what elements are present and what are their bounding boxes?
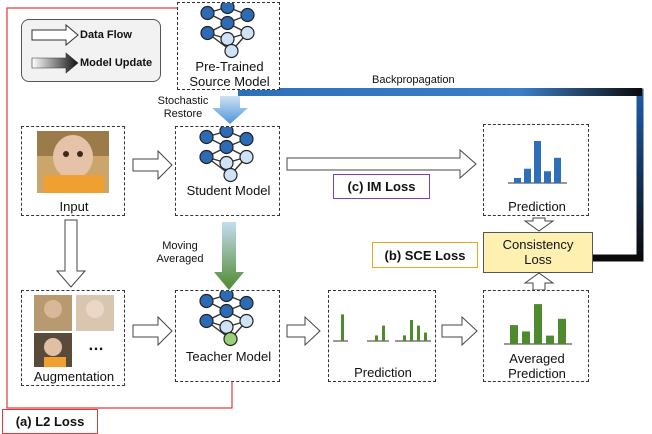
input-box: Input — [21, 126, 125, 216]
network-node — [240, 7, 255, 23]
stochastic-restore-arrow — [212, 96, 248, 124]
l2-loss-label: (a) L2 Loss — [15, 414, 85, 429]
network-node — [219, 139, 234, 155]
averaged-prediction-chart — [504, 304, 572, 345]
sce-loss-box: (b) SCE Loss — [372, 242, 478, 268]
model-update-arrow-icon — [31, 52, 79, 74]
prediction-averaged-arrow — [441, 315, 478, 347]
teacher-model-box: Teacher Model — [175, 290, 280, 382]
network-node — [200, 5, 215, 21]
input-student-arrow — [132, 149, 173, 181]
averaged-prediction-box: Averaged Prediction — [483, 290, 589, 382]
prediction-mid-box: Prediction — [328, 290, 436, 382]
augmentation-box: … Augmentation — [21, 290, 125, 386]
moving-averaged-label: Moving Averaged — [156, 240, 204, 265]
network-node — [220, 15, 235, 31]
chart-bar — [558, 318, 566, 344]
legend-box: Data Flow Model Update — [21, 19, 161, 82]
network-node — [219, 155, 234, 171]
chart-bar — [403, 335, 406, 341]
input-augmentation-arrow — [55, 219, 87, 288]
chart-bar — [554, 157, 561, 183]
source-network-icon — [200, 3, 255, 59]
network-node — [239, 149, 254, 165]
network-node — [219, 303, 234, 319]
teacher-prediction-arrow — [286, 315, 321, 347]
chart-bar — [341, 314, 344, 341]
chart-bar — [417, 325, 420, 341]
student-model-box: Student Model — [175, 126, 280, 216]
l2-loss-line — [6, 7, 233, 409]
augmentation-label: Augmentation — [33, 369, 115, 384]
network-node — [239, 295, 254, 311]
prediction-top-chart — [508, 141, 567, 184]
prediction-top-box: Prediction — [483, 124, 589, 216]
network-node — [240, 25, 255, 41]
network-node — [239, 313, 254, 329]
network-node — [219, 127, 234, 139]
network-node — [199, 149, 214, 165]
l2-loss-box: (a) L2 Loss — [2, 409, 98, 434]
teacher-model-label: Teacher Model — [185, 349, 272, 364]
im-loss-label: (c) IM Loss — [347, 179, 416, 194]
augmentation-ellipsis: … — [88, 337, 104, 354]
prediction-mid-label: Prediction — [354, 365, 412, 380]
chart-bar — [534, 304, 542, 344]
im-loss-box: (c) IM Loss — [333, 174, 430, 199]
augmentation-images — [34, 295, 114, 367]
chart-bar — [514, 177, 521, 183]
network-node — [239, 131, 254, 147]
network-node — [220, 3, 235, 15]
prediction-consistency-arrow — [523, 217, 555, 232]
averaged-consistency-arrow — [523, 272, 555, 291]
network-node — [224, 43, 239, 59]
prediction-top-label: Prediction — [508, 199, 566, 214]
source-model-box: Pre-Trained Source Model — [177, 2, 280, 90]
chart-bar — [522, 331, 530, 344]
chart-bar — [534, 141, 541, 183]
network-node — [219, 319, 234, 335]
legend-data-flow: Data Flow — [80, 29, 132, 41]
network-node — [219, 291, 234, 303]
chart-bar — [544, 171, 551, 183]
backprop-label: Backpropagation — [372, 74, 455, 86]
stochastic-restore-label: Stochastic Restore — [157, 95, 209, 120]
augmentation-teacher-arrow — [132, 315, 173, 347]
chart-bar — [524, 168, 531, 183]
network-node — [199, 129, 214, 145]
data-flow-arrow-icon — [31, 23, 79, 47]
consistency-loss-box: Consistency Loss — [483, 232, 593, 273]
chart-bar — [510, 325, 518, 344]
backprop-top-bar — [238, 88, 642, 96]
chart-bar — [424, 332, 427, 341]
legend-model-update: Model Update — [80, 57, 153, 69]
moving-averaged-arrow — [214, 222, 244, 290]
student-model-label: Student Model — [186, 183, 271, 198]
averaged-prediction-label: Averaged Prediction — [508, 351, 566, 381]
source-model-label: Pre-Trained Source Model — [189, 59, 270, 89]
consistency-loss-label: Consistency Loss — [502, 237, 574, 267]
student-network-icon — [199, 127, 254, 183]
network-node — [199, 313, 214, 329]
network-node — [199, 293, 214, 309]
input-label: Input — [59, 199, 89, 214]
teacher-network-icon — [199, 291, 254, 347]
chart-bar — [382, 325, 385, 341]
network-node — [200, 25, 215, 41]
network-node — [223, 167, 238, 183]
input-image — [37, 131, 109, 193]
legend-arrows — [31, 23, 79, 74]
chart-bar — [546, 335, 554, 344]
chart-bar — [375, 335, 378, 341]
network-node — [223, 331, 238, 347]
student-prediction-arrow — [286, 148, 477, 180]
sce-loss-label: (b) SCE Loss — [384, 248, 466, 263]
chart-bar — [410, 320, 413, 341]
prediction-mid-chart — [333, 314, 431, 342]
network-node — [220, 31, 235, 47]
